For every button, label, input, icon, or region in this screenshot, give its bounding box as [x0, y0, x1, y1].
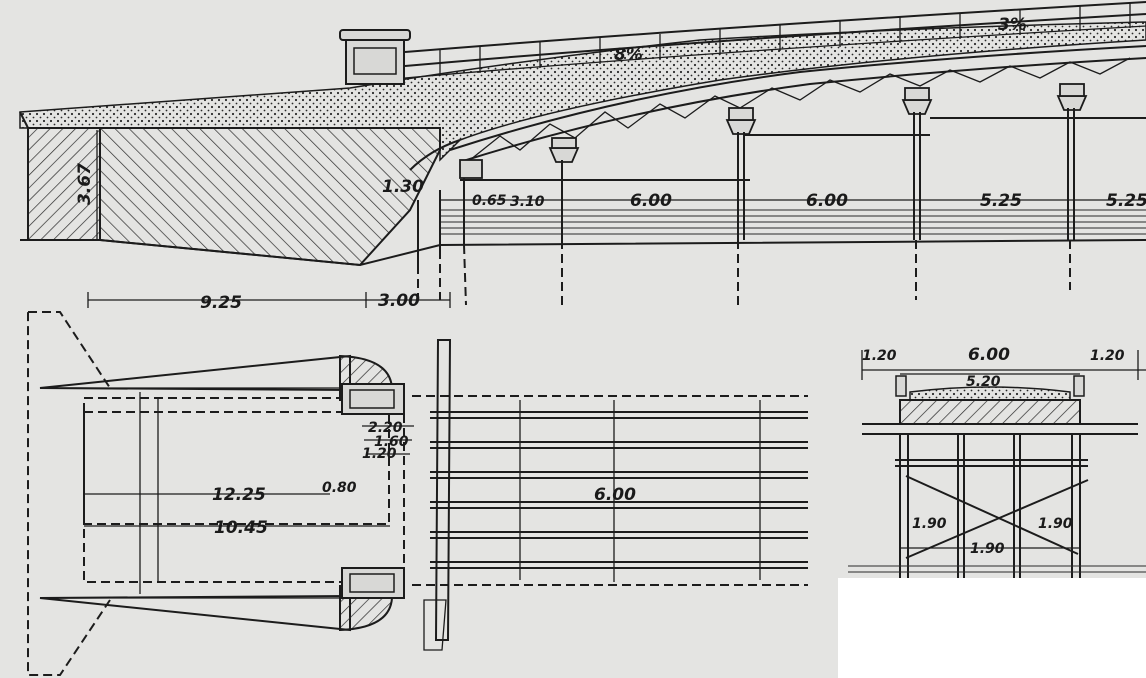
wing-wall-bottom [27, 312, 111, 676]
dim-abutment-height: 3.67 [75, 163, 95, 205]
elevation-view: 8% 3% [19, 1, 1146, 313]
dim-left-walk: 1.20 [862, 348, 897, 364]
dim-span-b: 3.10 [510, 194, 545, 210]
plan-stringers [412, 395, 808, 586]
gradient-right-label: 3% [998, 15, 1027, 35]
plan-dimensions: 6.00 12.25 10.45 0.80 2.20 1.60 1.20 [84, 392, 636, 594]
pier-cap-2 [548, 137, 580, 163]
gradient-left-label: 8% [614, 45, 643, 65]
taper-bottom [39, 594, 351, 632]
pier-cap-4 [901, 87, 933, 115]
dim-bay-left: 1.90 [912, 516, 947, 532]
water-surface [440, 209, 1146, 235]
dim-base-length: 9.25 [200, 293, 242, 313]
pier-cap-5 [1056, 83, 1088, 111]
dim-inner-length: 10.45 [214, 518, 268, 538]
parapet-post [339, 29, 411, 85]
deck-girder [449, 45, 1146, 163]
dim-d3: 1.20 [362, 446, 397, 462]
section-trestle [895, 434, 1089, 580]
pier-cap-1 [459, 159, 483, 179]
dim-toe-length: 3.00 [378, 291, 420, 311]
plan-stair [423, 339, 452, 651]
railing [404, 1, 1146, 79]
dim-span-d: 6.00 [806, 191, 848, 211]
pier-caps [459, 83, 1088, 179]
dim-span-c: 6.00 [630, 191, 672, 211]
dim-slope: 1.30 [382, 177, 424, 197]
paving-edge [409, 139, 461, 171]
taper-top [39, 354, 351, 392]
blank-area [838, 578, 1146, 678]
abutment-inner-outline [83, 411, 390, 525]
dim-d1: 2.20 [368, 420, 403, 436]
section-water [848, 565, 1146, 573]
dim-d2: 1.60 [374, 434, 409, 450]
wing-wall-top [28, 311, 111, 389]
dim-span-a: 0.65 [472, 193, 507, 209]
plan-pier-heads [339, 354, 405, 632]
plan-view: 6.00 12.25 10.45 0.80 2.20 1.60 1.20 [27, 311, 808, 676]
elevation-dimensions: 3.67 1.30 0.65 3.10 6.00 6.00 5.25 5.25 … [75, 130, 1146, 313]
dim-roadway: 5.20 [966, 374, 1001, 390]
pier-cap-3 [725, 107, 757, 135]
section-road-surface [909, 386, 1071, 401]
dim-bay-mid: 1.90 [970, 541, 1005, 557]
section-deck-slab [899, 399, 1081, 425]
dim-span-f: 5.25 [1106, 191, 1146, 211]
dim-deck-width: 6.00 [594, 485, 636, 505]
cross-section-view: 1.20 6.00 1.20 5.20 1.90 [848, 345, 1146, 580]
dim-total-width: 6.00 [968, 345, 1010, 365]
dim-right-walk: 1.20 [1090, 348, 1125, 364]
dim-outer-length: 12.25 [212, 485, 266, 505]
abutment-body [99, 127, 441, 267]
dim-bay-right: 1.90 [1038, 516, 1073, 532]
section-posts [895, 375, 1085, 397]
dim-d4: 0.80 [322, 480, 357, 496]
dim-span-e: 5.25 [980, 191, 1022, 211]
